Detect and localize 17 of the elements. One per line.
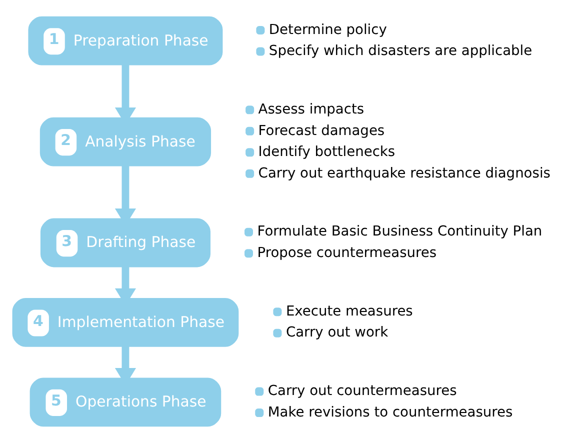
node-box: 1 Preparation Phase [28, 16, 223, 66]
node-label: Formulate Basic Business Continuity Plan [257, 224, 542, 240]
node-label: Execute measures [286, 303, 413, 320]
node-label: Carry out countermeasures [268, 383, 457, 400]
node-box: 5 Operations Phase [30, 378, 222, 427]
node-label: Carry out work [286, 324, 388, 341]
node-label: Identify bottlenecks [258, 144, 396, 160]
node-label: Carry out earthquake resistance diagnosis [258, 165, 550, 182]
node-box: 3 Drafting Phase [40, 218, 210, 268]
node-label: Determine policy [268, 22, 387, 38]
node-label: Make revisions to countermeasures [268, 404, 513, 420]
node-label: Assess impacts [258, 102, 364, 118]
node-label: Specify which disasters are applicable [268, 43, 532, 60]
node-label: Forecast damages [258, 122, 385, 139]
node-box: 4 Implementation Phase [12, 298, 239, 347]
node-label: Propose countermeasures [257, 245, 437, 261]
node-box: 2 Analysis Phase [40, 117, 212, 166]
